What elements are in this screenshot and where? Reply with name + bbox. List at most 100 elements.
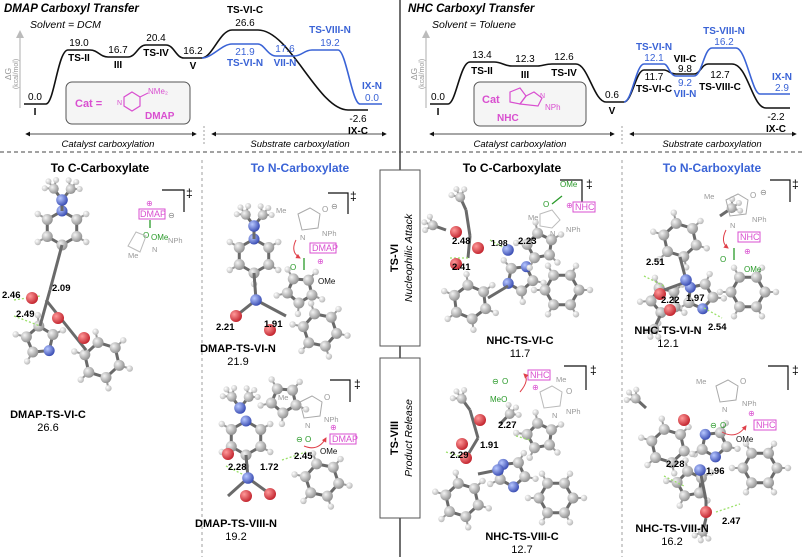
svg-text:Me: Me (128, 251, 138, 260)
right-level-label-VII-C: VII-C (674, 54, 697, 65)
atom (707, 469, 715, 476)
left-level-label-TS-VI-C: TS-VI-C (227, 5, 263, 16)
atom (240, 490, 252, 502)
atom (666, 457, 678, 469)
structure-energy-dmap-ts6-n: 21.9 (227, 356, 248, 368)
svg-text:Me: Me (704, 192, 714, 201)
bond (48, 244, 64, 291)
header-nhc-n: To N-Carboxylate (663, 161, 762, 175)
atom (273, 292, 280, 299)
atom (45, 178, 52, 185)
right-level-label-TS-VIII-C: TS-VIII-C (699, 82, 741, 93)
atom (699, 278, 711, 290)
atom (580, 494, 588, 502)
distance-label: 2.51 (646, 257, 665, 268)
atom (494, 473, 506, 485)
interaction-line (715, 503, 741, 513)
atom (691, 532, 698, 539)
left-level-value-TS-VIII-N: 19.2 (320, 38, 340, 49)
atom (255, 441, 267, 452)
atom (268, 212, 275, 219)
svg-text:NPh: NPh (324, 415, 339, 424)
bond (487, 284, 509, 300)
header-dmap-c: To C-Carboxylate (51, 161, 150, 175)
right-stage2: Substrate carboxylation (662, 139, 761, 150)
atom (53, 177, 60, 184)
svg-text:O: O (566, 387, 572, 396)
atom (486, 480, 494, 488)
atom (275, 266, 282, 274)
left-energy-profile: DMAP Carboxyl Transfer Solvent = DCM ΔG … (3, 3, 387, 150)
atom (240, 209, 251, 220)
bond (464, 209, 472, 237)
svg-text:DMAP: DMAP (140, 209, 166, 219)
svg-text:O: O (720, 421, 726, 430)
svg-text:OMe: OMe (318, 277, 336, 286)
atom (565, 299, 576, 311)
atom (76, 186, 83, 193)
svg-text:NHC: NHC (740, 232, 760, 242)
left-level-label-VII-N: VII-N (274, 58, 297, 69)
atom (485, 505, 492, 512)
right-panel-title: NHC Carboxyl Transfer (408, 3, 535, 15)
distance-label: 1.72 (260, 462, 279, 473)
atom (226, 391, 237, 402)
atom (257, 203, 264, 210)
structure-label-nhc-ts8-n: NHC-TS-VIII-N (635, 523, 708, 535)
nhc-ts6-c-inset: ‡ OMe O ⊕ NHC Me N NPh (528, 177, 596, 238)
atom (527, 275, 539, 287)
atom (254, 394, 261, 401)
atom (533, 492, 545, 504)
svg-text:NPh: NPh (566, 407, 581, 416)
distance-label: 2.21 (216, 322, 235, 333)
distance-label: 2.41 (452, 262, 471, 273)
atom (219, 393, 226, 400)
atom (449, 395, 456, 402)
left-axis-label: ΔG (3, 68, 13, 80)
atom (466, 313, 478, 325)
svg-text:⊕: ⊕ (744, 247, 751, 256)
left-axis-unit: (kcal/mol) (13, 59, 20, 89)
structure-label-dmap-ts6-n: DMAP-TS-VI-N (200, 343, 276, 355)
atom (521, 428, 533, 440)
svg-text:Me: Me (556, 375, 566, 384)
atom (450, 226, 462, 238)
svg-text:⊖: ⊖ (710, 421, 717, 430)
atom (697, 217, 704, 225)
atom (670, 217, 682, 229)
atom (658, 415, 665, 422)
atom (681, 309, 688, 316)
atom (528, 442, 540, 454)
svg-text:N: N (552, 411, 557, 420)
atom (480, 303, 492, 315)
atom (770, 440, 778, 447)
nhc-ts8-n-inset: ‡ O Me NPh N NHC ⊕ ⊖ O OMe (696, 363, 799, 444)
svg-text:Nucleophilic Attack: Nucleophilic Attack (403, 213, 415, 302)
structure-energy-dmap-ts6-c: 26.6 (37, 422, 58, 434)
svg-text:⊖: ⊖ (492, 377, 499, 386)
atom (233, 259, 245, 270)
structure-label-nhc-ts6-n: NHC-TS-VI-N (634, 325, 701, 337)
atom (218, 420, 225, 428)
atom (505, 402, 512, 409)
atom (325, 353, 333, 360)
left-level-value-III: 16.7 (108, 45, 128, 56)
atom (650, 452, 662, 464)
atom (472, 242, 484, 254)
atom (557, 421, 565, 428)
svg-text:‡: ‡ (792, 177, 799, 191)
left-level-label-IX-N: IX-N (362, 81, 382, 92)
atom (83, 210, 90, 218)
structure-energy-dmap-ts8-n: 19.2 (225, 531, 246, 543)
right-level-label-I: I (437, 107, 440, 118)
atom (644, 461, 651, 469)
atom (492, 309, 499, 317)
atom (126, 365, 133, 372)
atom (567, 492, 579, 504)
atom (742, 489, 750, 496)
atom (532, 409, 539, 416)
atom (697, 526, 708, 537)
atom (746, 477, 757, 489)
atom (649, 323, 660, 334)
atom (734, 271, 745, 283)
